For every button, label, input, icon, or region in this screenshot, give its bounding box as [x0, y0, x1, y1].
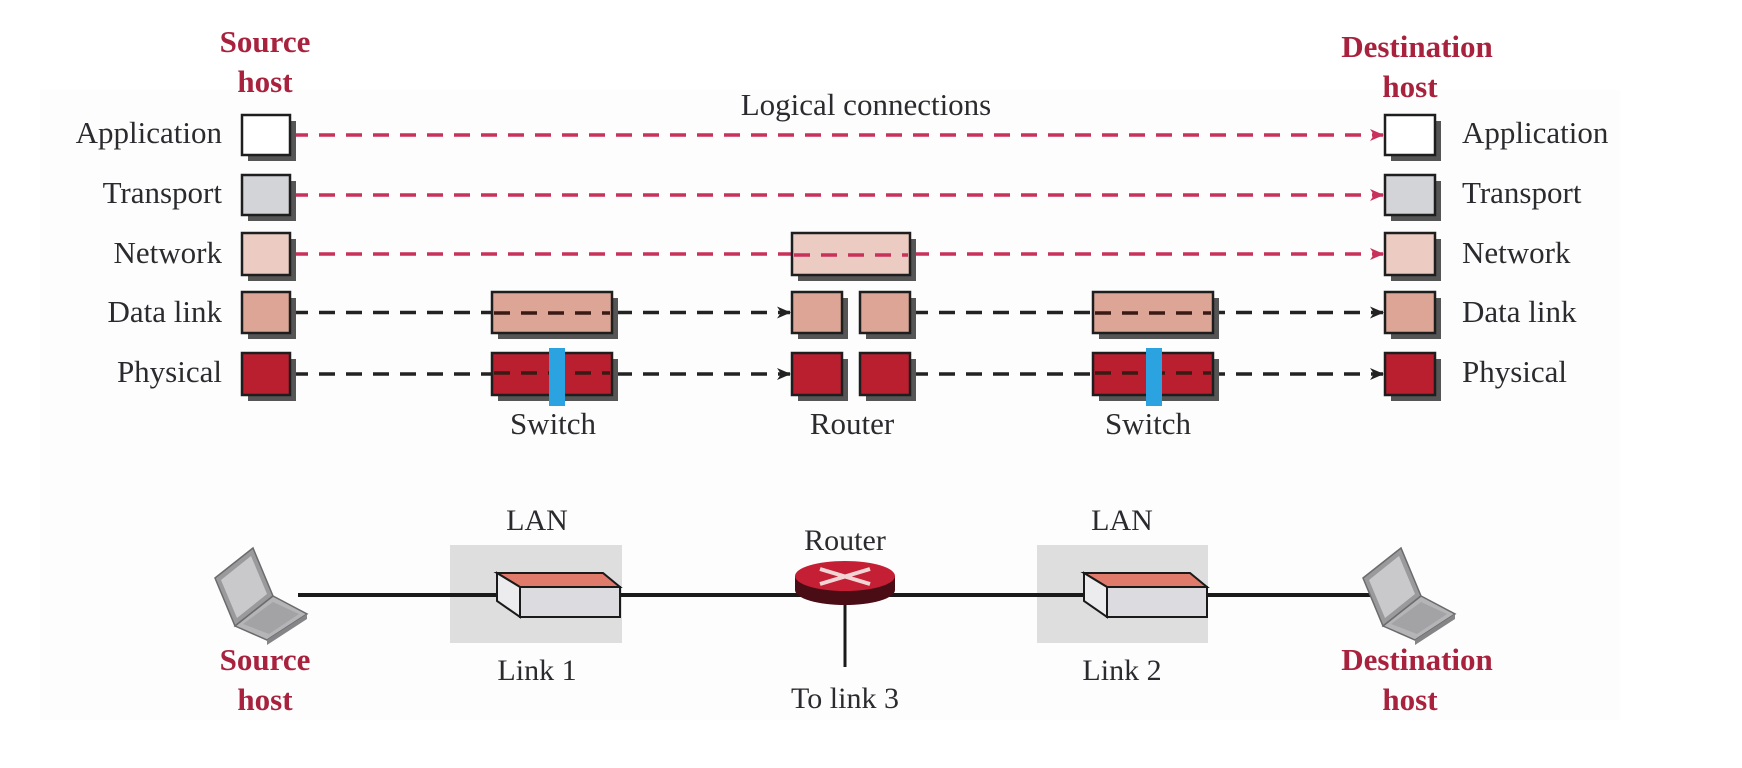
layer-label-transport: Transport — [103, 175, 223, 210]
svg-text:host: host — [237, 64, 293, 99]
link-label: Link 2 — [1082, 654, 1161, 687]
svg-text:Source: Source — [220, 642, 311, 677]
switch-port-bar — [549, 348, 565, 406]
router-data-link-box-out — [858, 290, 916, 339]
svg-text:Destination: Destination — [1341, 29, 1493, 64]
switch-icon — [1080, 571, 1210, 619]
destination-host-title: Destination host — [1341, 29, 1493, 104]
destination-application-box — [1383, 113, 1441, 161]
topology: LAN LAN Link 1 Link 2 Router To link 3 — [214, 504, 1493, 717]
layer-label-transport: Transport — [1462, 175, 1582, 210]
source-network-box — [240, 231, 296, 281]
switch-icon — [493, 571, 623, 619]
logical-connections-label: Logical connections — [741, 87, 992, 122]
destination-host-label: Destination host — [1341, 642, 1493, 717]
source-transport-box — [240, 173, 296, 221]
link-label: Link 1 — [497, 654, 576, 687]
layer-label-application: Application — [1462, 115, 1609, 150]
svg-text:host: host — [1382, 682, 1438, 717]
destination-layer-labels: Application Transport Network Data link … — [1462, 115, 1609, 389]
laptop-icon — [214, 546, 309, 645]
layer-label-network: Network — [114, 235, 223, 270]
laptop-icon — [1362, 546, 1457, 645]
router-label: Router — [804, 524, 886, 557]
layer-label-physical: Physical — [1462, 354, 1567, 389]
to-link-3-label: To link 3 — [791, 682, 899, 715]
router-physical-box-out — [858, 351, 916, 401]
source-application-box — [240, 113, 296, 161]
svg-text:host: host — [1382, 69, 1438, 104]
source-layer-labels: Application Transport Network Data link … — [76, 115, 223, 389]
lan-label: LAN — [506, 504, 568, 537]
switch-port-bar — [1146, 348, 1162, 406]
layer-label-data-link: Data link — [108, 294, 223, 329]
router-network-box — [790, 231, 916, 281]
source-host-title: Source host — [220, 24, 311, 99]
layer-label-physical: Physical — [117, 354, 222, 389]
lan-label: LAN — [1091, 504, 1153, 537]
device-label-switch: Switch — [1105, 406, 1192, 441]
layer-label-network: Network — [1462, 235, 1571, 270]
svg-text:Destination: Destination — [1341, 642, 1493, 677]
destination-data-link-box — [1383, 290, 1441, 339]
svg-text:host: host — [237, 682, 293, 717]
switch-data-link-box — [490, 290, 618, 339]
source-physical-box — [240, 351, 296, 401]
router-data-link-box-in — [790, 290, 848, 339]
svg-text:Source: Source — [220, 24, 311, 59]
source-host-label: Source host — [220, 642, 311, 717]
router-icon — [795, 561, 895, 605]
source-data-link-box — [240, 290, 296, 339]
device-label-switch: Switch — [510, 406, 597, 441]
router-physical-box-in — [790, 351, 848, 401]
destination-transport-box — [1383, 173, 1441, 221]
switch-data-link-box — [1091, 290, 1219, 339]
layer-label-data-link: Data link — [1462, 294, 1577, 329]
destination-network-box — [1383, 231, 1441, 281]
layer-label-application: Application — [76, 115, 223, 150]
device-label-router: Router — [810, 406, 895, 441]
destination-physical-box — [1383, 351, 1441, 401]
